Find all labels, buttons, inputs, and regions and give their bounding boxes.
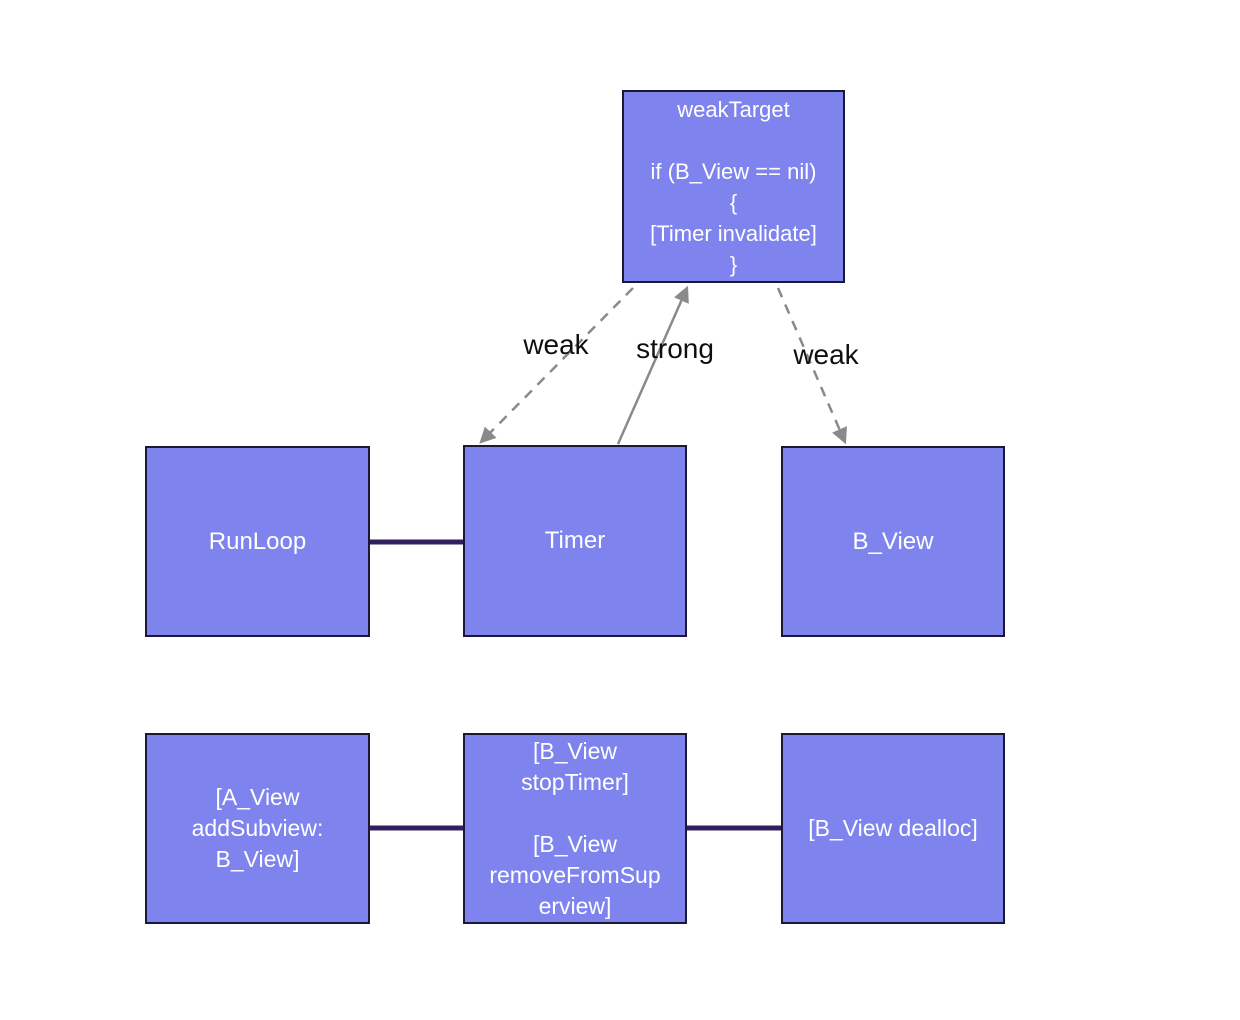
node-bview-stoptimer: [B_View stopTimer] [B_View removeFromSup… xyxy=(463,733,687,924)
node-bview-dealloc-label: [B_View dealloc] xyxy=(808,815,978,841)
arrow-weak-to-timer xyxy=(479,287,634,444)
node-aview-addsubview: [A_View addSubview: B_View] xyxy=(145,733,370,924)
edge-label-weak-left: weak xyxy=(523,329,589,360)
arrow-strong-to-weaktarget xyxy=(616,285,689,445)
edge-label-weak-right: weak xyxy=(793,339,859,370)
node-bview-dealloc: [B_View dealloc] xyxy=(781,733,1005,924)
node-bview: B_View xyxy=(781,446,1005,637)
node-weaktarget-label: weakTarget if (B_View == nil) { [Timer i… xyxy=(650,96,817,277)
node-bview-label: B_View xyxy=(852,527,934,555)
node-timer-label: Timer xyxy=(544,527,606,554)
node-timer: Timer xyxy=(463,445,687,637)
node-aview-addsubview-label: [A_View addSubview: B_View] xyxy=(191,784,324,872)
node-runloop-label: RunLoop xyxy=(208,527,307,555)
node-runloop: RunLoop xyxy=(145,446,370,637)
edge-label-strong: strong xyxy=(636,333,714,364)
node-bview-stoptimer-label: [B_View stopTimer] [B_View removeFromSup… xyxy=(489,737,661,919)
node-weaktarget: weakTarget if (B_View == nil) { [Timer i… xyxy=(622,90,845,283)
